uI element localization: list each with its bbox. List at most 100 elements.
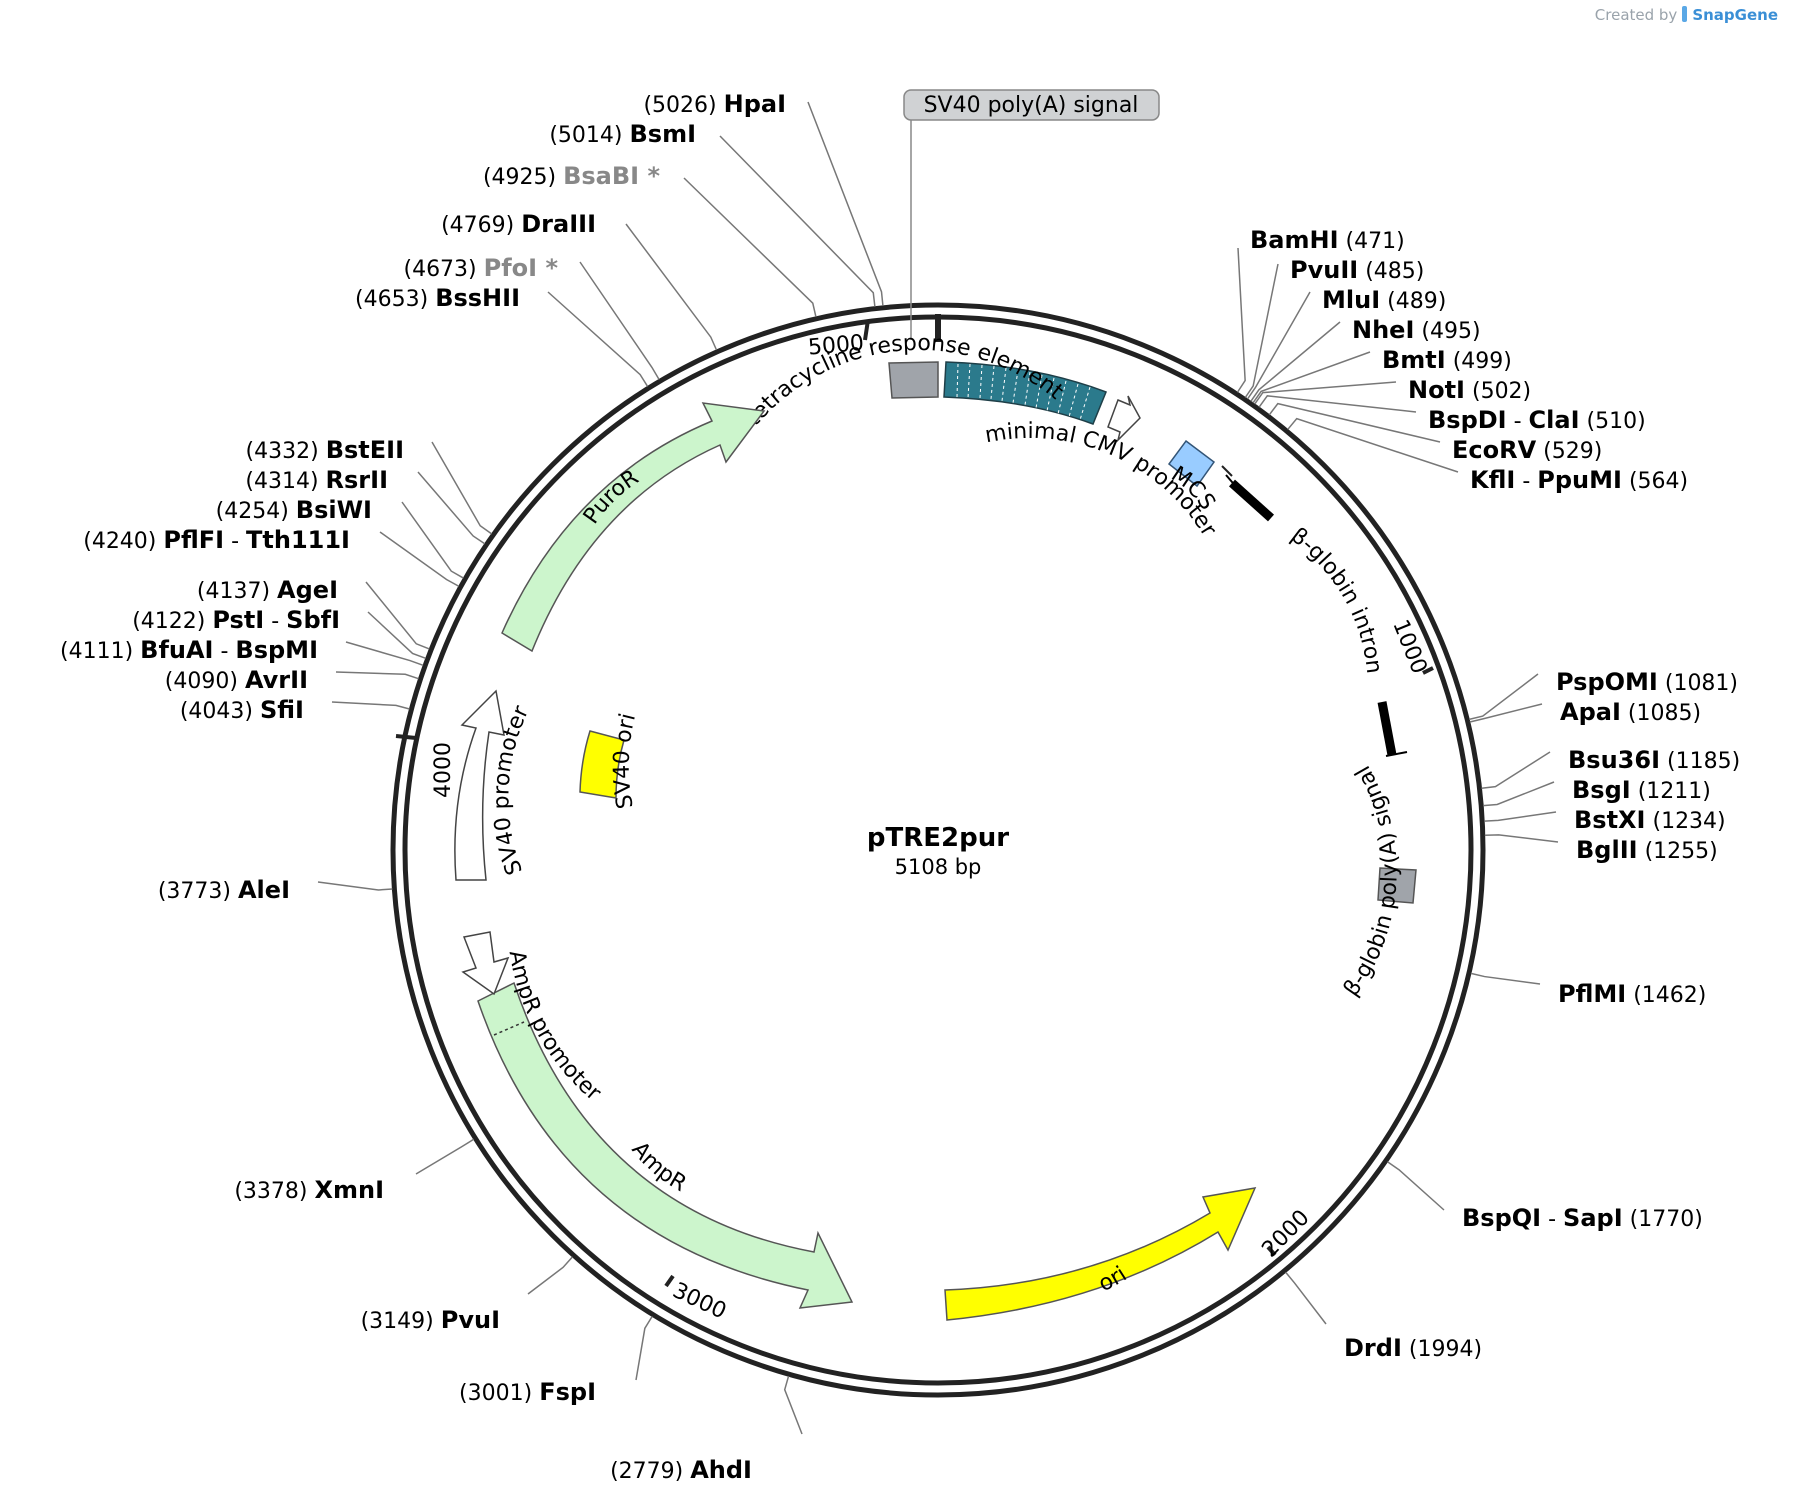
site-nhei[interactable]: NheI (495) bbox=[1250, 316, 1481, 402]
site-bmti[interactable]: BmtI (499) bbox=[1252, 346, 1512, 404]
site-alei[interactable]: (3773) AleI bbox=[158, 876, 393, 904]
site-gap bbox=[1380, 289, 1387, 314]
site-name: BglII bbox=[1576, 836, 1638, 864]
site-bsu36i[interactable]: Bsu36I (1185) bbox=[1481, 746, 1741, 789]
feature-ori[interactable]: ori bbox=[944, 1187, 1257, 1321]
site-gap bbox=[1536, 439, 1543, 464]
site-bspdi[interactable]: BspDI - ClaI (510) bbox=[1258, 395, 1646, 434]
site-label: PvuII (485) bbox=[1290, 256, 1424, 284]
site-bfuai[interactable]: (4111) BfuAI - BspMI bbox=[60, 636, 424, 667]
site-bglii[interactable]: BglII (1255) bbox=[1484, 834, 1718, 864]
tick-mark-1000 bbox=[1422, 666, 1434, 675]
site-bsabi[interactable]: (4925) BsaBI * bbox=[483, 162, 817, 317]
site-bsgi[interactable]: BsgI (1211) bbox=[1483, 776, 1711, 807]
plasmid-length: 5108 bp bbox=[895, 855, 982, 879]
site-pflmi[interactable]: PflMI (1462) bbox=[1470, 972, 1706, 1008]
site-pos: (471) bbox=[1346, 229, 1405, 254]
site-drdi[interactable]: DrdI (1994) bbox=[1285, 1271, 1482, 1362]
site-gap bbox=[1339, 229, 1346, 254]
site-xmni[interactable]: (3378) XmnI bbox=[234, 1138, 475, 1204]
feature-sv40-polya[interactable]: SV40 poly(A) signal bbox=[888, 89, 1160, 399]
site-pfoi[interactable]: (4673) PfoI * bbox=[403, 254, 660, 380]
site-leader-line bbox=[635, 1315, 653, 1381]
feature-sv40-ori[interactable]: SV40 ori bbox=[579, 711, 641, 811]
site-bamhi[interactable]: BamHI (471) bbox=[1236, 226, 1405, 393]
site-name: PflMI bbox=[1558, 980, 1626, 1008]
site-pspomi[interactable]: PspOMI (1081) bbox=[1469, 668, 1738, 721]
site-name: FspI bbox=[539, 1378, 596, 1406]
site-label: (4111) BfuAI - BspMI bbox=[60, 636, 318, 664]
site-label: (4043) SfiI bbox=[180, 696, 304, 724]
site-label: DrdI (1994) bbox=[1344, 1334, 1482, 1362]
site-pos: (1462) bbox=[1633, 983, 1706, 1008]
site-gap bbox=[622, 123, 629, 148]
feature-label-bglobin-polya: β-globin poly(A) signal bbox=[1339, 761, 1403, 1001]
site-pos: (510) bbox=[1587, 409, 1646, 434]
site-bsteii[interactable]: (4332) BstEII bbox=[246, 436, 493, 535]
site-pos: (5014) bbox=[549, 123, 622, 148]
site-pvui[interactable]: (3149) PvuI bbox=[361, 1256, 574, 1334]
feature-bglobin-intron[interactable]: β-globin intron bbox=[1225, 474, 1408, 757]
feature-label-bglobin-intron: β-globin intron bbox=[1286, 523, 1386, 675]
site-draiii[interactable]: (4769) DraIII bbox=[441, 210, 718, 351]
site-separator: - bbox=[1541, 1207, 1563, 1232]
site-leader-line bbox=[365, 581, 430, 650]
site-hpai[interactable]: (5026) HpaI bbox=[643, 90, 884, 306]
tick-label-1000: 1000 bbox=[1387, 616, 1431, 677]
feature-puror[interactable]: PuroR bbox=[501, 402, 766, 653]
site-leader-line bbox=[1481, 751, 1551, 789]
site-gap bbox=[1358, 259, 1365, 284]
site-gap bbox=[1622, 469, 1629, 494]
site-leader-line bbox=[625, 223, 718, 351]
site-leader-line bbox=[1470, 972, 1541, 985]
site-agei[interactable]: (4137) AgeI bbox=[197, 576, 430, 650]
site-leader-line bbox=[1244, 263, 1279, 398]
site-gap bbox=[1658, 671, 1665, 696]
site-label: (3773) AleI bbox=[158, 876, 290, 904]
site-rsrii[interactable]: (4314) RsrII bbox=[245, 466, 486, 545]
site-bsmi[interactable]: (5014) BsmI bbox=[549, 120, 876, 307]
site-pos: (1185) bbox=[1667, 749, 1740, 774]
site-pvuii[interactable]: PvuII (485) bbox=[1244, 256, 1424, 398]
feature-sv40-promoter[interactable]: SV40 promoter bbox=[454, 689, 535, 881]
site-name: AhdI bbox=[690, 1456, 752, 1484]
site-kfli[interactable]: KflI - PpuMI (564) bbox=[1287, 417, 1688, 494]
site-label: NheI (495) bbox=[1352, 316, 1481, 344]
feature-bglobin-polya[interactable]: β-globin poly(A) signal bbox=[1339, 761, 1417, 1001]
site-pos: (485) bbox=[1365, 259, 1424, 284]
site-gap bbox=[1631, 779, 1638, 804]
site-bspqi[interactable]: BspQI - SapI (1770) bbox=[1387, 1161, 1703, 1232]
site-ahdi[interactable]: (2779) AhdI bbox=[610, 1375, 803, 1484]
site-leader-line bbox=[1252, 351, 1371, 404]
site-sfii[interactable]: (4043) SfiI bbox=[180, 696, 410, 724]
site-fspi[interactable]: (3001) FspI bbox=[459, 1315, 653, 1406]
site-psti[interactable]: (4122) PstI - SbfI bbox=[132, 606, 426, 660]
site-pflfi[interactable]: (4240) PflFI - Tth111I bbox=[83, 526, 460, 587]
site-leader-line bbox=[335, 671, 419, 680]
site-name: AvrII bbox=[245, 666, 308, 694]
site-leader-line bbox=[683, 177, 817, 317]
site-pos: (4332) bbox=[246, 439, 319, 464]
site-label: (4653) BssHII bbox=[355, 284, 520, 312]
site-noti[interactable]: NotI (502) bbox=[1254, 376, 1531, 405]
site-pos: (5026) bbox=[643, 93, 716, 118]
restriction-sites: BamHI (471)PvuII (485)MluI (489)NheI (49… bbox=[60, 90, 1740, 1484]
site-gap bbox=[1580, 409, 1587, 434]
site-name: Bsu36I bbox=[1568, 746, 1660, 774]
site-apai[interactable]: ApaI (1085) bbox=[1469, 698, 1701, 726]
site-leader-line bbox=[367, 611, 426, 660]
site-bsiwi[interactable]: (4254) BsiWI bbox=[216, 496, 464, 579]
site-bsshii[interactable]: (4653) BssHII bbox=[355, 284, 649, 387]
site-ecorv[interactable]: EcoRV (529) bbox=[1268, 402, 1602, 464]
site-avrii[interactable]: (4090) AvrII bbox=[165, 666, 419, 694]
site-bstxi[interactable]: BstXI (1234) bbox=[1484, 806, 1726, 834]
site-name: BamHI bbox=[1250, 226, 1339, 254]
site-label: MluI (489) bbox=[1322, 286, 1446, 314]
site-gap bbox=[319, 439, 326, 464]
site-label: (2779) AhdI bbox=[610, 1456, 752, 1484]
site-label: (4673) PfoI * bbox=[403, 254, 558, 282]
site-name: MluI bbox=[1322, 286, 1380, 314]
site-separator: - bbox=[1515, 469, 1537, 494]
site-gap bbox=[532, 1381, 539, 1406]
site-mlui[interactable]: MluI (489) bbox=[1246, 286, 1447, 400]
